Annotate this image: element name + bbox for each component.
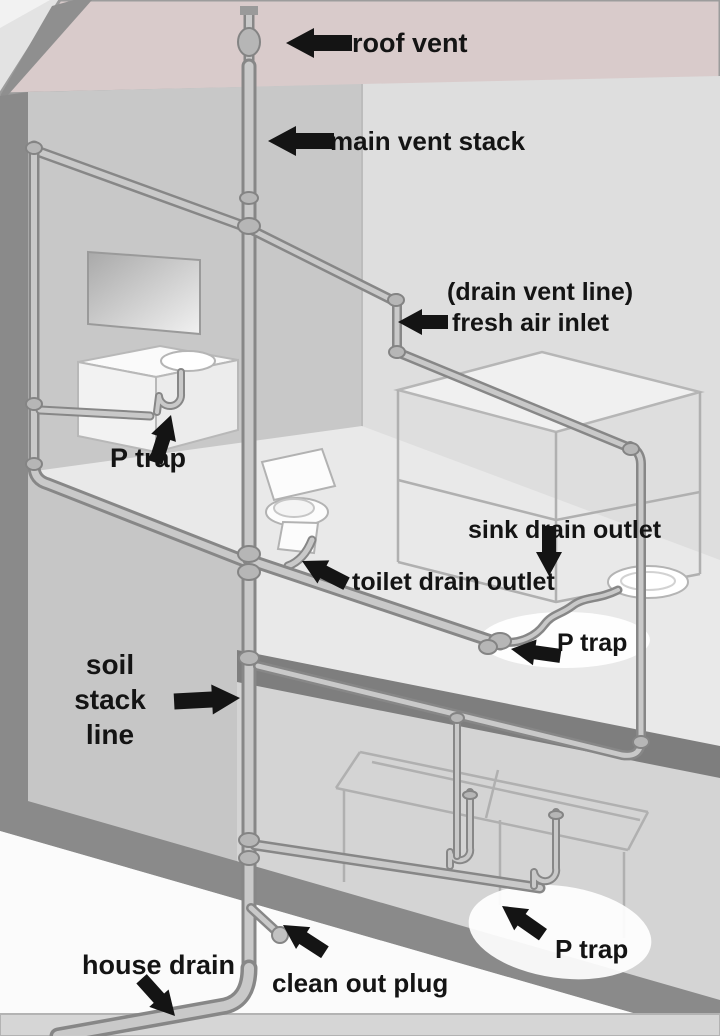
bath-p-trap-label: P trap	[110, 443, 186, 473]
bathroom-vanity	[77, 344, 239, 454]
soil-stack-line-label-1: soil	[86, 649, 134, 680]
second-sink-inner	[620, 571, 676, 591]
fresh-air-inlet-label: fresh air inlet	[452, 309, 610, 337]
clean-out-plug-cap	[271, 926, 289, 944]
basement-floor-edge-band	[0, 793, 720, 1036]
mid-left-wall	[28, 474, 245, 868]
roof-vent-cap	[240, 6, 258, 15]
sink-p-trap-label: P trap	[557, 629, 627, 657]
toilet	[260, 447, 337, 555]
bathroom-sink-basin	[160, 350, 216, 372]
second-bath-cabinet	[393, 350, 705, 604]
roof-vent-label: roof vent	[352, 28, 468, 58]
roof-corner-highlight	[0, 0, 50, 28]
soil-stack-line-label-3: line	[86, 719, 134, 750]
right-wall	[362, 76, 720, 562]
bathroom-mirror	[87, 250, 201, 336]
clean-out-plug-label: clean out plug	[272, 968, 448, 998]
laundry-p-trap-label: P trap	[555, 934, 628, 964]
toilet-drain-outlet-label: toilet drain outlet	[352, 568, 555, 596]
roof-edge-band	[0, 0, 92, 104]
sink-drain-outlet-label: sink drain outlet	[468, 516, 662, 544]
left-wall-edge-band	[0, 92, 28, 808]
main-vent-stack-label: main vent stack	[330, 126, 526, 156]
annotations: roof vent main vent stack (drain vent li…	[74, 28, 662, 1025]
drain-vent-line-label: (drain vent line)	[447, 278, 633, 306]
soil-stack-line-label-2: stack	[74, 684, 146, 715]
second-floor-plane	[28, 426, 720, 752]
roof-vent-flashing	[237, 27, 261, 57]
house-drain-label: house drain	[82, 950, 235, 980]
pipes	[25, 6, 650, 1036]
pipe-fittings	[25, 141, 650, 866]
basement-floor	[0, 831, 714, 1036]
